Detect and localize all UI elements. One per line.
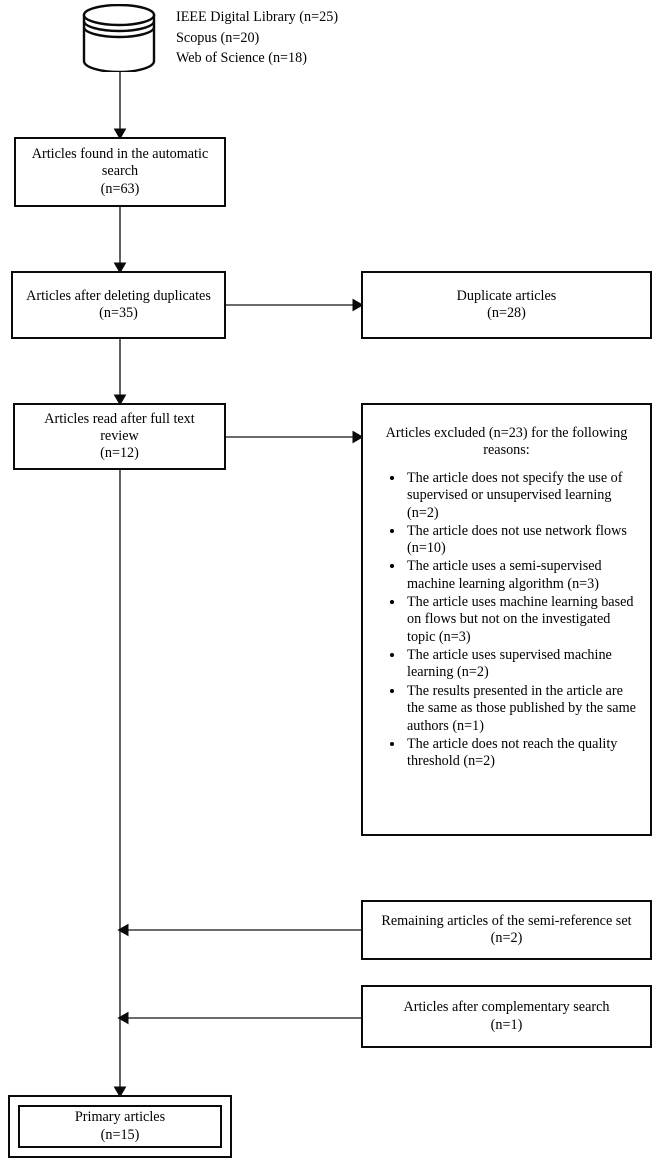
node-line: Primary articles: [74, 1109, 166, 1126]
node-articles-found: Articles found in the automatic search (…: [14, 137, 226, 207]
node-articles-excluded: Articles excluded (n=23) for the followi…: [361, 403, 652, 836]
node-duplicate-articles: Duplicate articles (n=28): [361, 271, 652, 339]
node-line: Articles after deleting duplicates: [26, 287, 211, 304]
source-item: Web of Science (n=18): [176, 50, 307, 67]
exclusion-reason: The article does not specify the use of …: [405, 470, 636, 523]
node-line: (n=12): [100, 445, 139, 462]
source-item: Scopus (n=20): [176, 29, 260, 46]
node-line: (n=28): [487, 305, 526, 321]
database-cylinder-icon: [82, 4, 156, 72]
node-line: (n=35): [99, 305, 138, 321]
node-line: search: [101, 163, 139, 180]
node-articles-after-deleting-duplicates: Articles after deleting duplicates (n=35…: [11, 271, 226, 339]
exclusion-reason: The article uses machine learning based …: [405, 594, 636, 647]
exclusion-reason: The article does not use network flows (…: [405, 523, 636, 558]
node-line: (n=1): [490, 1016, 523, 1033]
node-articles-after-complementary-search: Articles after complementary search (n=1…: [361, 985, 652, 1048]
exclusion-reason: The article uses a semi-supervised machi…: [405, 558, 636, 593]
node-line: Articles found in the automatic: [31, 146, 209, 163]
node-line: review: [100, 427, 139, 444]
node-line: Articles read after full text: [44, 410, 195, 427]
node-line: Remaining articles of the semi-reference…: [381, 912, 632, 929]
node-line: Duplicate articles: [456, 287, 557, 304]
node-line: (n=2): [490, 930, 523, 946]
exclusion-reason: The results presented in the article are…: [405, 683, 636, 736]
node-line: Articles after complementary search: [403, 999, 610, 1016]
exclusion-reason-list: The article does not specify the use of …: [375, 470, 636, 771]
terminal-inner-frame: Primary articles (n=15): [18, 1105, 222, 1148]
node-remaining-semi-reference-set: Remaining articles of the semi-reference…: [361, 900, 652, 960]
source-database-list: IEEE Digital Library (n=25) Scopus (n=20…: [176, 7, 338, 69]
exclusion-reason: The article does not reach the quality t…: [405, 736, 636, 771]
node-line: (n=15): [100, 1126, 140, 1143]
node-line: (n=63): [100, 180, 140, 197]
node-primary-articles: Primary articles (n=15): [8, 1095, 232, 1158]
source-item: IEEE Digital Library (n=25): [176, 9, 339, 25]
exclusion-reason: The article uses supervised machine lear…: [405, 647, 636, 682]
node-articles-read-after-full-text-review: Articles read after full text review (n=…: [13, 403, 226, 470]
exclusions-headline: Articles excluded (n=23) for the followi…: [385, 425, 628, 459]
